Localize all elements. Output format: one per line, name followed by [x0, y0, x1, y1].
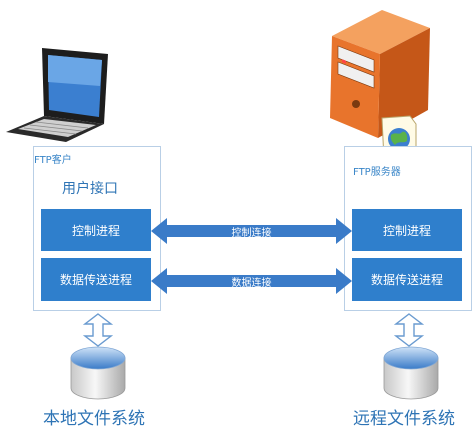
- control-connection-label: 控制连接: [231, 228, 272, 239]
- server-data-process[interactable]: 数据传送进程: [352, 258, 462, 301]
- client-data-process-label: 数据传送进程: [59, 273, 132, 287]
- server-control-process-label: 控制进程: [382, 223, 431, 238]
- server-storage-double-arrow: [394, 313, 424, 347]
- server-data-process-label: 数据传送进程: [370, 273, 443, 287]
- client-storage-double-arrow: [83, 313, 113, 347]
- local-storage-cylinder-icon: [70, 346, 126, 400]
- remote-storage-cylinder-icon: [383, 346, 439, 400]
- ftp-server-caption: FTP服务器: [353, 167, 401, 178]
- laptop-icon: [6, 48, 108, 142]
- client-data-process[interactable]: 数据传送进程: [41, 258, 151, 301]
- user-interface-label: 用户接口: [62, 181, 118, 197]
- ftp-client-caption: FTP客户: [34, 155, 72, 166]
- server-tower-icon: [330, 10, 430, 138]
- remote-file-system-label: 远程文件系统: [353, 409, 455, 429]
- data-connection-arrow: [151, 268, 352, 294]
- control-connection-arrow: [151, 218, 352, 244]
- client-control-process-label: 控制进程: [71, 223, 120, 238]
- globe-document-icon: [381, 115, 417, 161]
- client-control-process[interactable]: 控制进程: [41, 209, 151, 251]
- server-control-process[interactable]: 控制进程: [352, 209, 462, 251]
- data-connection-label: 数据连接: [231, 278, 272, 289]
- local-file-system-label: 本地文件系统: [43, 409, 145, 429]
